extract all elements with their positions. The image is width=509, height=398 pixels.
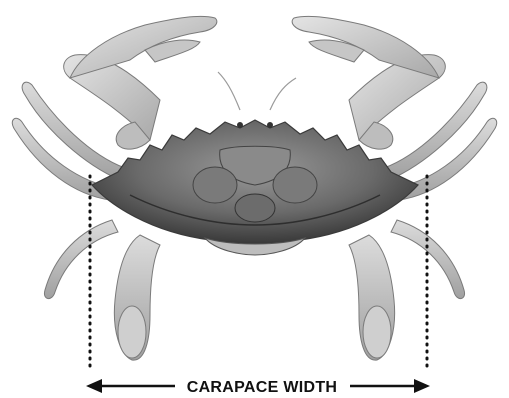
left-arrowhead	[86, 379, 102, 393]
left-paddle	[114, 235, 160, 360]
right-claw	[292, 16, 445, 149]
carapace-width-label: CARAPACE WIDTH	[187, 379, 338, 396]
left-claw	[64, 16, 217, 149]
crab-illustration	[12, 16, 496, 360]
right-paddle	[349, 235, 395, 360]
right-arrowhead	[414, 379, 430, 393]
